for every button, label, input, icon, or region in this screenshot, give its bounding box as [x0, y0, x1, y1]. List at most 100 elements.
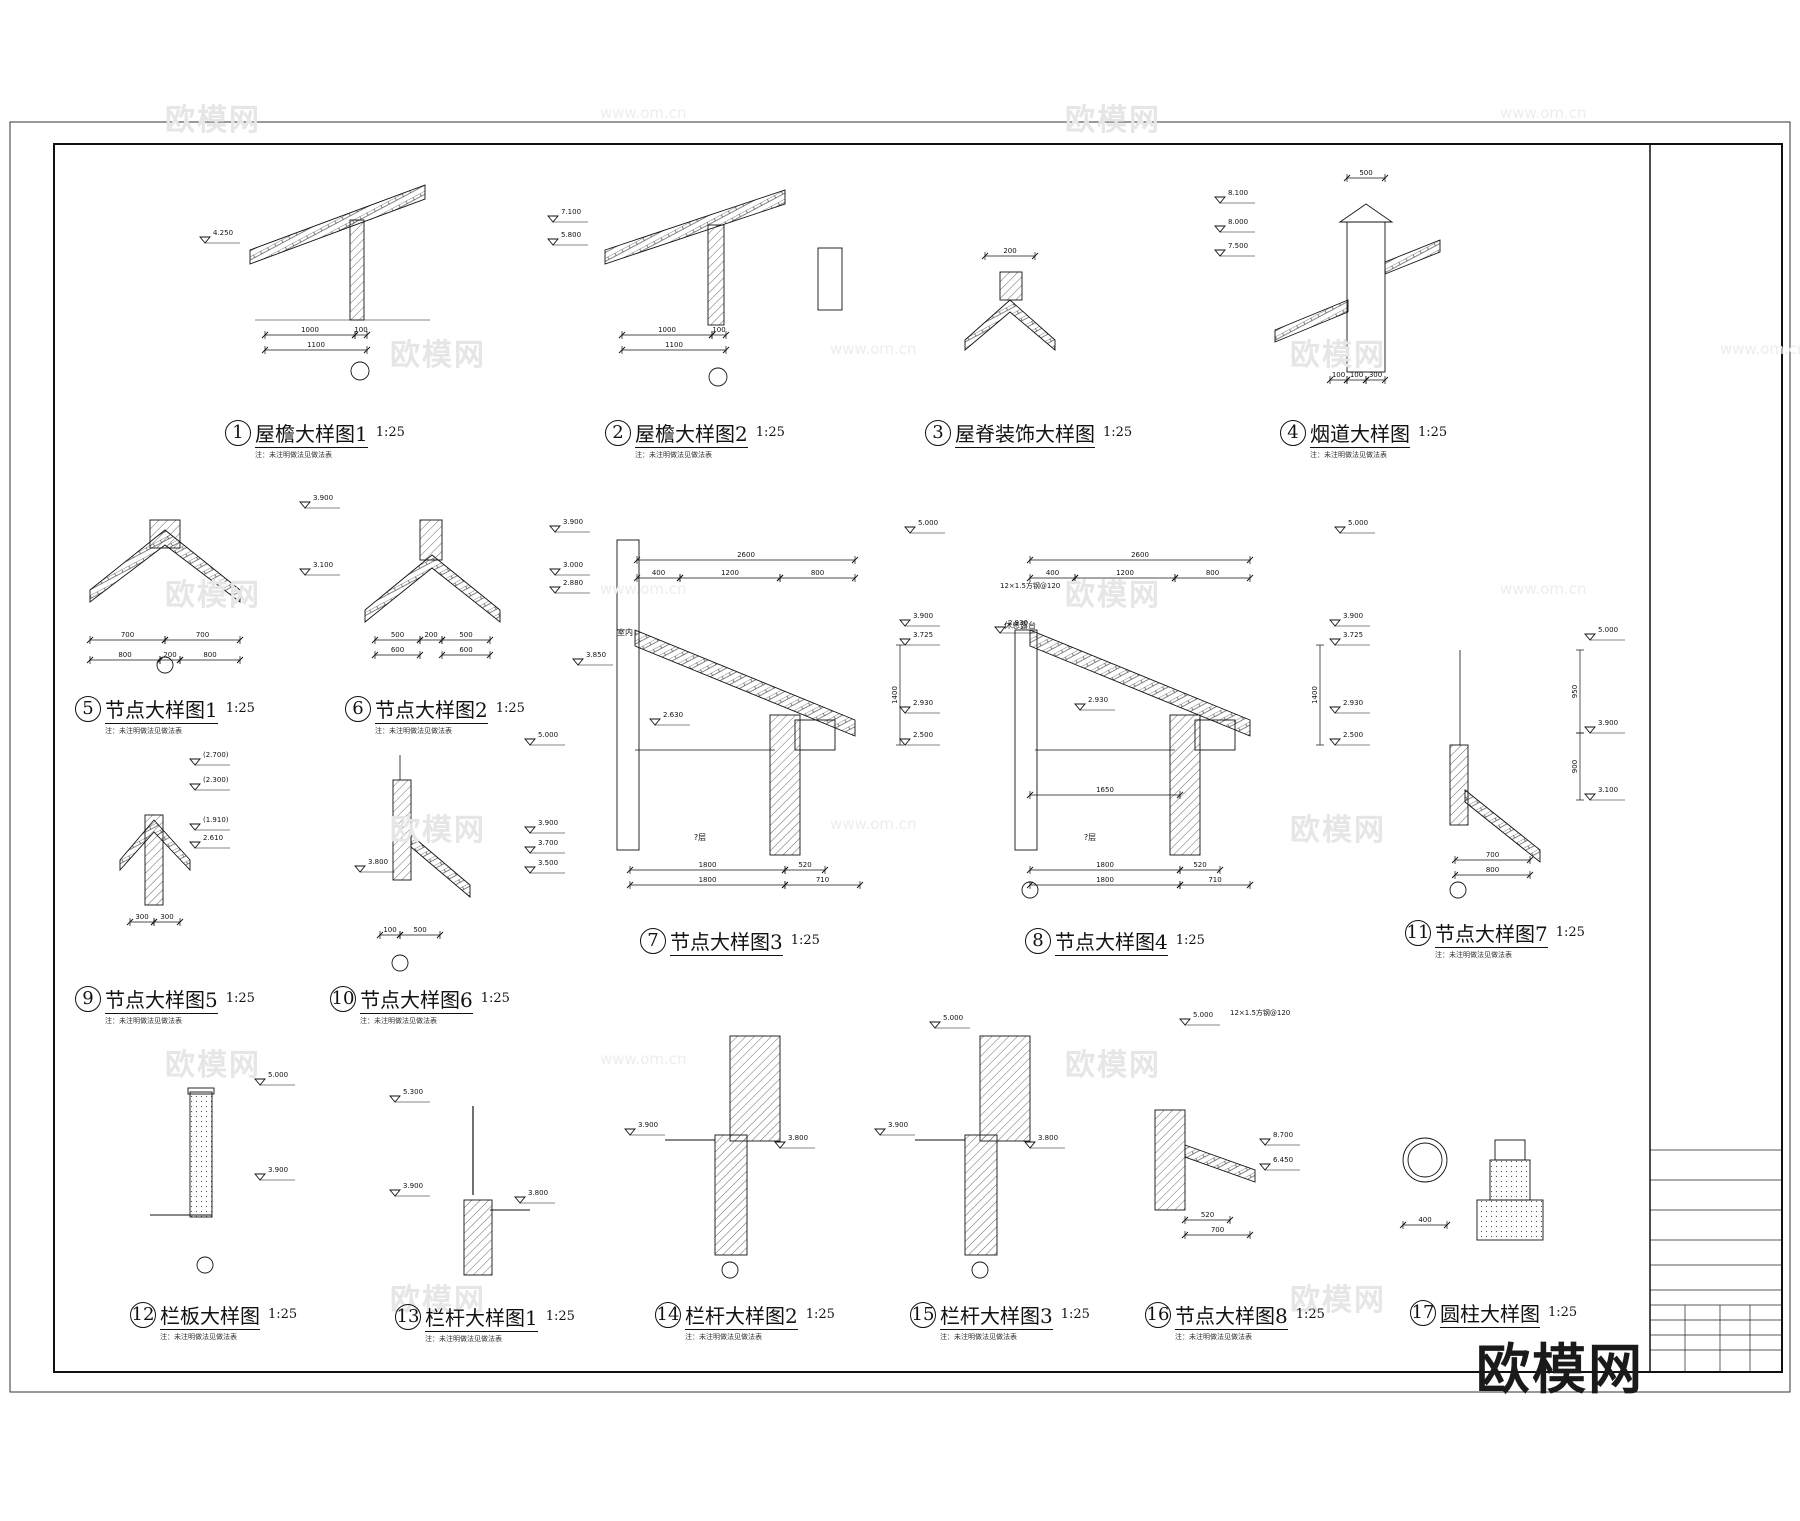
outer-frame	[9, 121, 1791, 1393]
level-marker	[1584, 793, 1596, 801]
detail-scale: 1:25	[1175, 933, 1205, 948]
dimension-label: 休息露台	[1004, 620, 1036, 630]
detail-title: 节点大样图5	[105, 988, 218, 1014]
dimension-label: 12×1.5方钢@120	[1230, 1008, 1290, 1017]
detail-note: 注：未注明做法见做法表	[1435, 951, 1512, 959]
level-marker	[774, 1141, 786, 1149]
drawing-line	[1226, 1216, 1234, 1224]
detail-scale: 1:25	[790, 933, 820, 948]
level-marker	[994, 626, 1006, 634]
wall	[616, 539, 640, 851]
drawing-line	[363, 346, 371, 354]
dimension-label: 3.800	[1038, 1134, 1058, 1142]
drawing-line	[1246, 881, 1254, 889]
level-marker	[189, 783, 201, 791]
chimney-cap	[1338, 203, 1394, 223]
level-marker	[1259, 1138, 1271, 1146]
axis-bubble	[350, 361, 370, 381]
detail-title: 屋脊装饰大样图	[955, 422, 1095, 448]
dimension-label: 1800	[1096, 861, 1114, 869]
drawing-line	[126, 918, 134, 926]
dimension-label: 100	[1332, 371, 1345, 379]
dimension-label: 700	[1486, 851, 1499, 859]
detail-scale: 1:25	[480, 991, 510, 1006]
dimension-label: 700	[196, 631, 209, 639]
drawing-line	[1381, 376, 1389, 384]
dimension-label: (1.910)	[203, 816, 229, 824]
detail-scale: 1:25	[495, 701, 525, 716]
dimension-label: 1800	[699, 876, 717, 884]
detail-note: 注：未注明做法见做法表	[105, 1017, 182, 1025]
dimension-label: 2.500	[1343, 731, 1363, 739]
drawing-line	[722, 346, 730, 354]
column	[964, 1134, 998, 1256]
glass-panel	[979, 1035, 1031, 1142]
dimension-label: 1100	[307, 341, 325, 349]
dimension-label: 2.930	[1088, 696, 1108, 704]
level-marker	[524, 846, 536, 854]
dimension-label: 800	[118, 651, 131, 659]
drawing-line	[633, 574, 641, 582]
axis-bubble	[156, 656, 174, 674]
dimension-label: 5.000	[268, 1071, 288, 1079]
brand-logo: 欧模网	[1476, 1338, 1644, 1401]
drawing-line	[1181, 1231, 1189, 1239]
axis-bubble	[971, 1261, 989, 1279]
level-marker	[189, 758, 201, 766]
level-marker	[929, 1021, 941, 1029]
ridge-tile	[964, 299, 1056, 351]
detail-number: 13	[395, 1303, 421, 1330]
drawing-line	[261, 331, 269, 339]
level-marker	[514, 1196, 526, 1204]
drawing-line	[626, 881, 634, 889]
detail-scale: 1:25	[755, 425, 785, 440]
drawing-line	[856, 881, 864, 889]
dimension-label: 100	[383, 926, 396, 934]
drawing-line	[708, 331, 716, 339]
drawing-line	[261, 346, 269, 354]
detail-8-geometry: 5.0003.9003.7252.9302.5002.9302.93026004…	[994, 519, 1375, 899]
wall	[707, 224, 725, 326]
level-marker	[389, 1095, 401, 1103]
axis-bubble	[196, 1256, 214, 1274]
dimension-label: 800	[203, 651, 216, 659]
drawing-line	[618, 331, 626, 339]
dimension-label: 8.700	[1273, 1131, 1293, 1139]
detail-scale: 1:25	[1548, 1305, 1578, 1320]
detail-title: 栏杆大样图2	[685, 1304, 798, 1330]
wall	[1154, 1109, 1186, 1211]
dimension-label: 5.000	[1348, 519, 1368, 527]
dimension-label: 800	[1206, 569, 1219, 577]
chimney	[1346, 221, 1386, 373]
dimension-label: 2.630	[663, 711, 683, 719]
detail-scale: 1:25	[268, 1307, 298, 1322]
drawing-line	[1216, 866, 1224, 874]
detail-note: 注：未注明做法见做法表	[635, 451, 712, 459]
dimension-label: 3.900	[1598, 719, 1618, 727]
detail-title: 烟道大样图	[1310, 422, 1410, 448]
level-marker	[1584, 726, 1596, 734]
drawing-line	[1526, 856, 1534, 864]
detail-title: 栏杆大样图3	[940, 1304, 1053, 1330]
drawing-line	[1171, 574, 1179, 582]
drawing-line	[1451, 871, 1459, 879]
dimension-label: 300	[135, 913, 148, 921]
dimension-label: 800	[1486, 866, 1499, 874]
dimension-label: 5.000	[918, 519, 938, 527]
detail-scale: 1:25	[375, 425, 405, 440]
dimension-label: 8.000	[1228, 218, 1248, 226]
wall	[1014, 629, 1038, 851]
dimension-label: 1800	[699, 861, 717, 869]
level-marker	[572, 658, 584, 666]
level-marker	[549, 525, 561, 533]
level-marker	[1074, 703, 1086, 711]
